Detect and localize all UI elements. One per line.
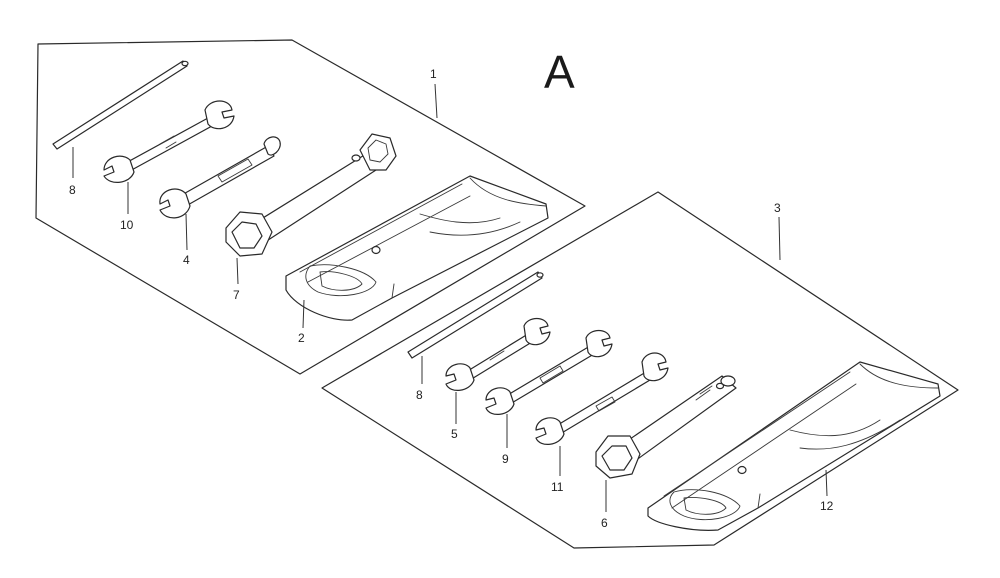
kit-1-outline bbox=[35, 39, 586, 375]
kit-3-callout: 3 bbox=[774, 201, 781, 215]
part-callout: 7 bbox=[233, 288, 240, 302]
part-callout: 4 bbox=[183, 253, 190, 267]
view-label: A bbox=[544, 46, 575, 98]
part-callout: 5 bbox=[451, 427, 458, 441]
part-callout: 8 bbox=[416, 388, 423, 402]
part-callout: 9 bbox=[502, 452, 509, 466]
box-wrench bbox=[595, 375, 737, 479]
wrench bbox=[485, 329, 613, 415]
box-wrench bbox=[225, 133, 397, 257]
kit-3-outline bbox=[321, 191, 959, 549]
part-callout: 11 bbox=[551, 480, 564, 494]
kit-1: 1 8 10 4 bbox=[35, 39, 586, 375]
rod bbox=[407, 271, 544, 359]
kit-3-leader bbox=[778, 216, 781, 261]
tool-bag bbox=[647, 361, 941, 531]
part-callout: 6 bbox=[601, 516, 608, 530]
kit-3: 3 8 5 9 bbox=[321, 191, 959, 549]
kit-1-callout: 1 bbox=[430, 67, 437, 81]
wrench bbox=[535, 352, 669, 445]
wrench bbox=[159, 136, 281, 219]
wrench bbox=[445, 317, 551, 391]
kit-1-leader bbox=[434, 83, 438, 119]
part-callout: 12 bbox=[820, 499, 834, 513]
part-callout: 10 bbox=[120, 218, 134, 232]
tool-bag bbox=[285, 175, 549, 321]
part-callout: 2 bbox=[298, 331, 305, 345]
rod bbox=[52, 60, 189, 150]
wrench bbox=[103, 100, 235, 183]
part-callout: 8 bbox=[69, 183, 76, 197]
